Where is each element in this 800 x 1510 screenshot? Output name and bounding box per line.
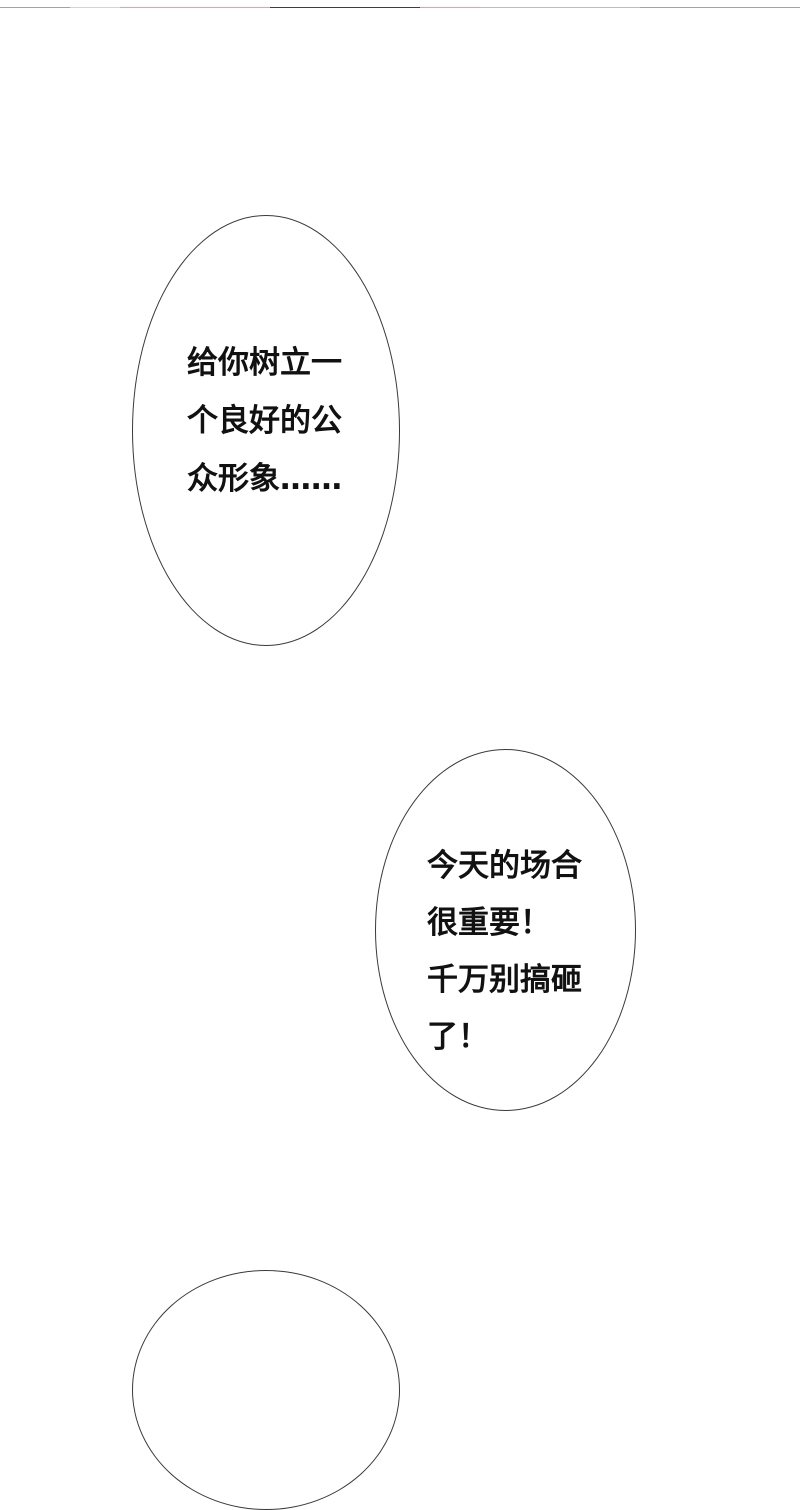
- bubble-2-line-1: 今天的场合: [427, 848, 582, 884]
- previous-panel-edge: [0, 0, 800, 8]
- bubble-2-line-2: 很重要！: [427, 905, 551, 941]
- bubble-2-line-4: 了！: [427, 1019, 489, 1055]
- speech-bubble-1: [132, 215, 400, 646]
- panel-edge-art: [0, 7, 800, 8]
- speech-bubble-2-text: 今天的场合 很重要！ 千万别搞砸 了！: [427, 838, 582, 1066]
- speech-bubble-2: [375, 749, 636, 1111]
- speech-bubble-3-partial: [132, 1270, 400, 1510]
- bubble-1-line-1: 给你树立一: [187, 345, 342, 381]
- bubble-1-line-2: 个良好的公: [187, 403, 342, 439]
- bubble-1-line-3: 众形象……: [187, 461, 342, 497]
- bubble-2-line-3: 千万别搞砸: [427, 962, 582, 998]
- speech-bubble-1-text: 给你树立一 个良好的公 众形象……: [187, 334, 342, 508]
